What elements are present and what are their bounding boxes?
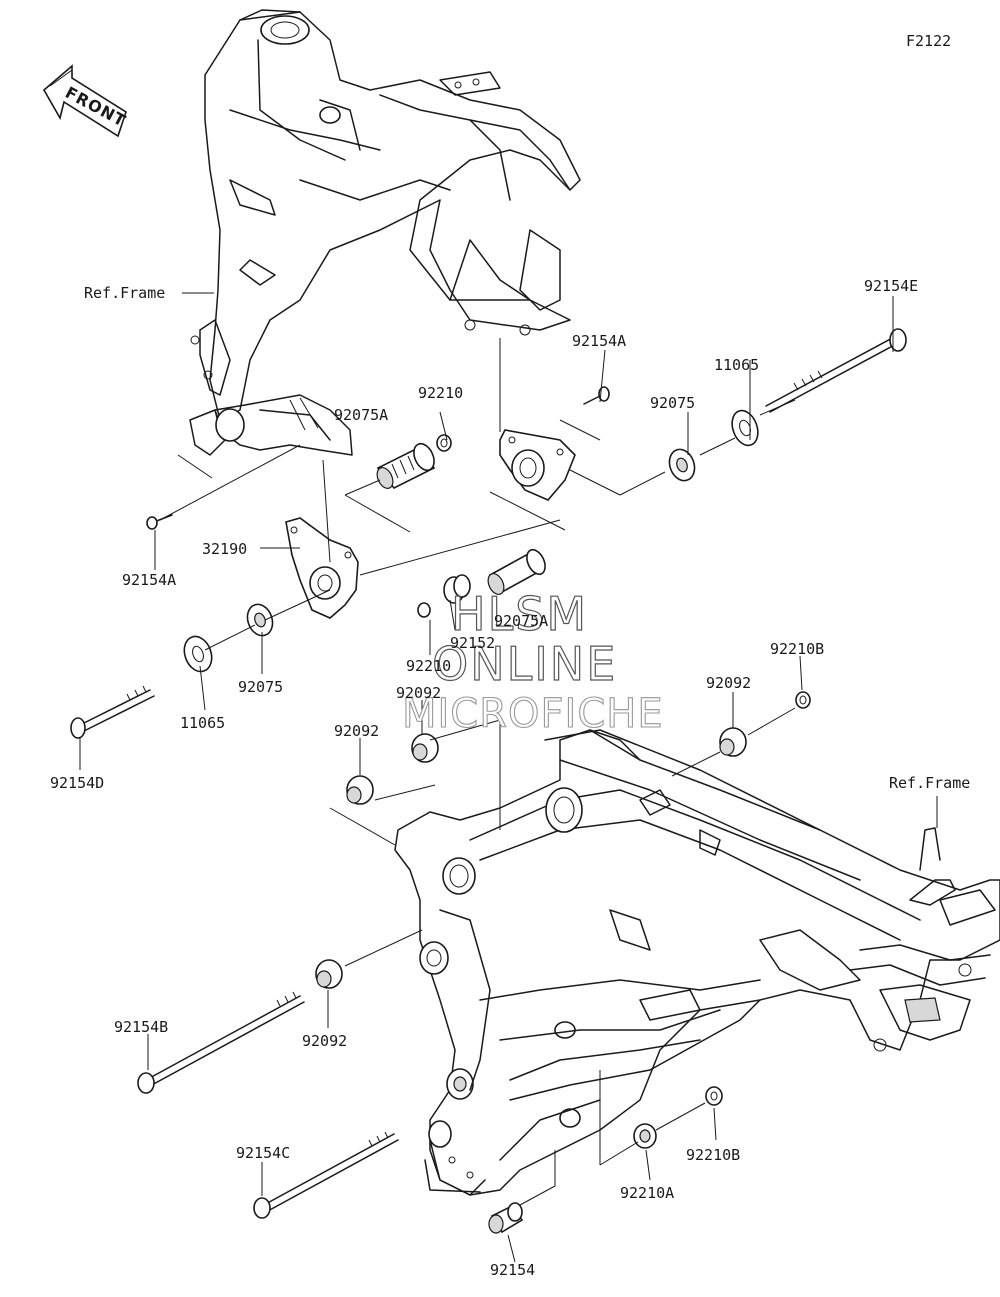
collar-92075-upper-icon	[668, 448, 696, 482]
nut-92210b-upper-icon	[795, 691, 811, 709]
part-label: 92210A	[620, 1184, 674, 1202]
bolt-92154d-icon	[70, 685, 155, 739]
bolt-92154a-left-icon	[146, 514, 173, 530]
watermark-line3: MICROFICHE	[402, 691, 664, 737]
collar-92152-icon	[443, 574, 471, 604]
part-label: 92154A	[122, 571, 176, 589]
part-label: 92092	[302, 1032, 347, 1050]
damper-92092-left-icon	[346, 775, 374, 805]
damper-92092-right-icon	[719, 727, 747, 757]
part-label: 92075A	[334, 406, 388, 424]
nut-92210-lower-icon	[417, 602, 431, 618]
part-label: 92075A	[494, 612, 548, 630]
part-label: 92154C	[236, 1144, 290, 1162]
nut-92210-upper-icon	[436, 434, 452, 452]
part-label: 11065	[180, 714, 225, 732]
collar-92075-lower-icon	[246, 603, 274, 637]
part-label: 92154D	[50, 774, 104, 792]
leader-lines	[79, 296, 894, 775]
part-label: 11065	[714, 356, 759, 374]
bolt-92154b-icon	[137, 991, 305, 1094]
part-label: 92210	[406, 657, 451, 675]
ref-frame-label-right: Ref.Frame	[889, 774, 970, 792]
part-label: 92092	[396, 684, 441, 702]
upper-frame-drawing	[189, 9, 581, 456]
part-label: 92154	[490, 1261, 535, 1279]
part-label: 92210	[418, 384, 463, 402]
part-label: 32190	[202, 540, 247, 558]
bolt-92154e-icon	[765, 328, 907, 413]
spacer-92075a-upper-icon	[376, 442, 436, 490]
bolt-92154c-icon	[253, 1131, 399, 1219]
washer-11065-upper-icon	[731, 409, 759, 447]
part-labels: 92154E 92154A 11065 92075 92210 92075A 9…	[50, 277, 918, 1279]
damper-92092-lower-icon	[315, 959, 343, 989]
spacer-92154-icon	[488, 1202, 524, 1234]
part-label: 92092	[706, 674, 751, 692]
part-label: 92154B	[114, 1018, 168, 1036]
front-arrow-icon: FRONT	[42, 64, 129, 138]
nut-92210b-lower-icon	[705, 1086, 723, 1106]
bracket-32190-drawing	[285, 517, 359, 619]
watermark-line2: ONLINE	[432, 637, 617, 691]
part-label: 92075	[650, 394, 695, 412]
part-label: 92210B	[686, 1146, 740, 1164]
nut-92210a-icon	[633, 1123, 657, 1149]
figure-code: F2122	[906, 32, 951, 50]
part-label: 92210B	[770, 640, 824, 658]
watermark-line1: HLSM	[451, 587, 588, 641]
part-label: 92152	[450, 634, 495, 652]
part-label: 92092	[334, 722, 379, 740]
bracket-right-drawing	[499, 429, 576, 501]
damper-92092-mid-icon	[411, 733, 439, 763]
lower-leader-lines	[147, 707, 796, 1263]
washer-11065-lower-icon	[183, 635, 213, 673]
part-label: 92075	[238, 678, 283, 696]
part-label: 92154E	[864, 277, 918, 295]
bolt-92154a-upper-icon	[583, 386, 610, 405]
ref-frame-label-upper: Ref.Frame	[84, 284, 165, 302]
watermark: HLSM ONLINE MICROFICHE	[401, 586, 664, 737]
spacer-92075a-lower-icon	[487, 548, 546, 595]
part-label: 92154A	[572, 332, 626, 350]
lower-frame-drawing	[394, 729, 1000, 1196]
